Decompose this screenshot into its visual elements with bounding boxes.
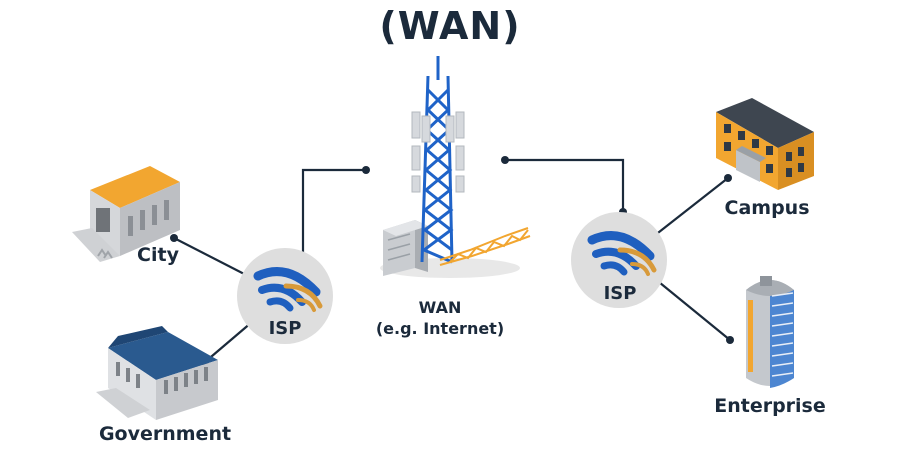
link-isp-campus bbox=[653, 177, 729, 237]
campus-building-icon bbox=[716, 98, 814, 190]
cell-tower-icon bbox=[380, 56, 531, 278]
isp-right-label: ISP bbox=[603, 283, 637, 304]
link-city-isp bbox=[173, 237, 253, 279]
link-gov-isp bbox=[204, 321, 253, 363]
wan-label: WAN (e.g. Internet) bbox=[360, 297, 520, 339]
isp-wifi-icon bbox=[253, 267, 323, 312]
wan-label-line2: (e.g. Internet) bbox=[375, 319, 505, 338]
enterprise-label: Enterprise bbox=[714, 395, 826, 417]
wan-label-line1: WAN bbox=[418, 298, 462, 317]
enterprise-tower-icon bbox=[746, 276, 794, 388]
connectors bbox=[173, 158, 731, 363]
link-isp-wan bbox=[301, 168, 366, 258]
city-building-icon bbox=[72, 166, 180, 262]
government-building-icon bbox=[96, 326, 218, 420]
city-label: City bbox=[137, 244, 179, 266]
link-isp-enterprise bbox=[653, 277, 731, 341]
isp-left-node bbox=[237, 248, 333, 344]
link-wan-isp bbox=[505, 158, 625, 212]
campus-label: Campus bbox=[724, 197, 810, 219]
isp-right-node bbox=[571, 212, 667, 308]
isp-wifi-icon bbox=[587, 231, 657, 276]
isp-left-label: ISP bbox=[268, 318, 302, 339]
government-label: Government bbox=[98, 423, 232, 445]
diagram-title: (WAN) bbox=[379, 4, 521, 48]
